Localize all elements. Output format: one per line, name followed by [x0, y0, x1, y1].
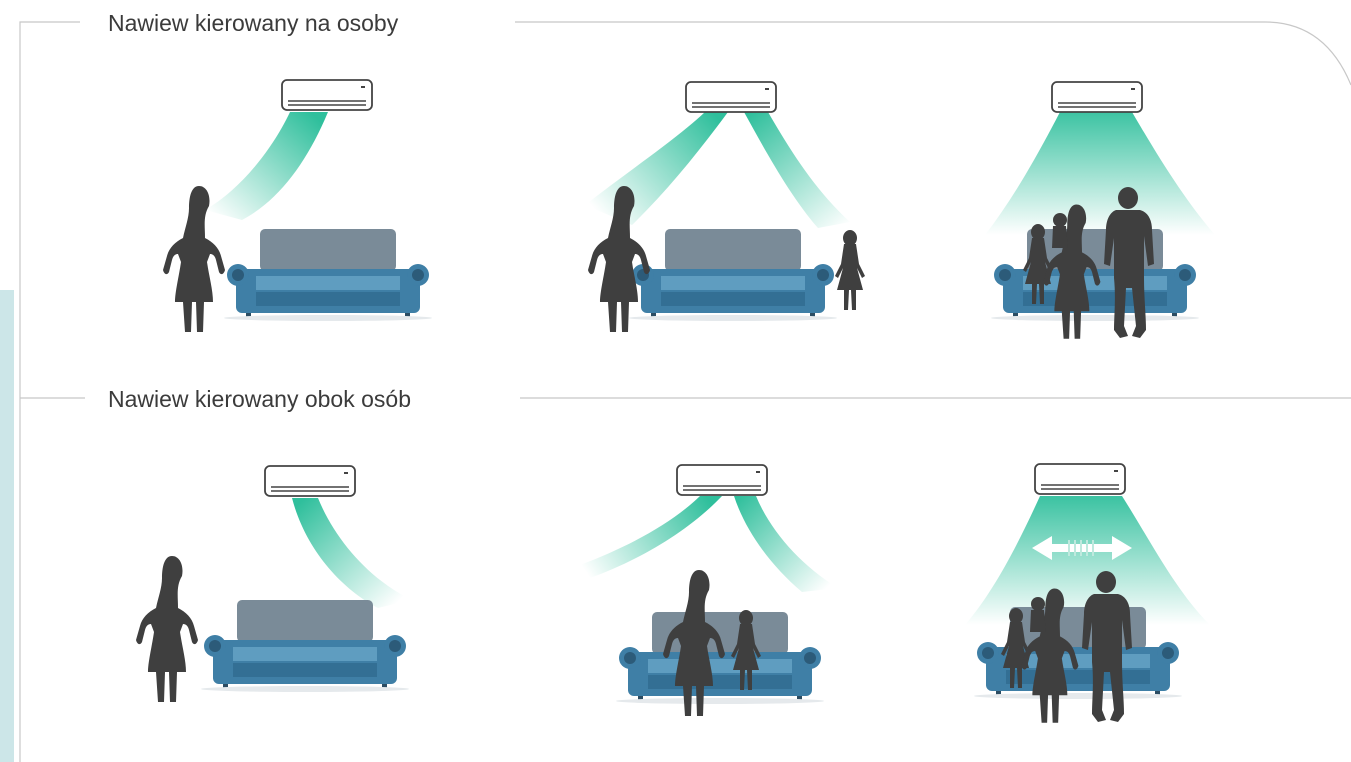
airflow-stream: [580, 496, 722, 578]
scene-6-family-beside: [965, 464, 1210, 723]
air-conditioner-icon: [282, 80, 372, 110]
airflow-stream: [734, 496, 838, 592]
scene-3-family-direct: [985, 82, 1215, 339]
scene-1-single-person-direct: [163, 80, 432, 332]
scene-2-two-people-direct: [585, 82, 865, 332]
air-conditioner-icon: [686, 82, 776, 112]
airflow-stream: [985, 112, 1215, 235]
air-conditioner-icon: [1052, 82, 1142, 112]
airflow-stream: [585, 112, 728, 225]
airflow-stream: [292, 498, 412, 608]
air-conditioner-icon: [1035, 464, 1125, 494]
airflow-stream: [205, 112, 328, 220]
child-silhouette: [835, 230, 865, 310]
woman-silhouette: [136, 556, 198, 702]
airflow-stream: [744, 112, 850, 228]
air-conditioner-icon: [265, 466, 355, 496]
scene-4-single-person-beside: [136, 466, 412, 702]
sofa-icon: [629, 229, 837, 321]
sofa-icon: [224, 229, 432, 321]
scene-5-two-people-beside: [580, 465, 838, 716]
sofa-icon: [616, 612, 824, 704]
sofa-icon: [201, 600, 409, 692]
air-conditioner-icon: [677, 465, 767, 495]
